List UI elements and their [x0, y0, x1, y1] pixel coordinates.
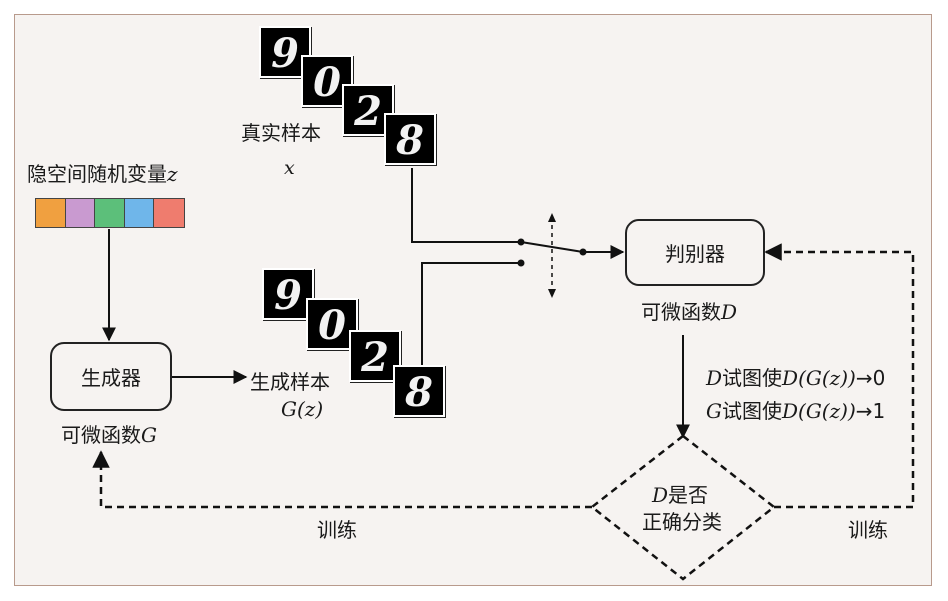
real-sample-tile-4: 8: [384, 113, 436, 165]
discriminator-caption: 可微函数D: [641, 300, 737, 324]
latent-label-text: 隐空间随机变量: [27, 162, 167, 186]
decision-line1: D是否: [652, 483, 708, 507]
diagram-frame: [14, 14, 932, 586]
generator-box: 生成器: [50, 342, 172, 411]
latent-vector-bar: [35, 198, 185, 228]
objective-g-var: G: [706, 399, 722, 423]
training-path-right: [764, 243, 915, 509]
fake-sample-tile-3: 2: [349, 330, 401, 382]
latent-label-var: z: [167, 162, 178, 186]
line-fake-to-switch: [421, 262, 520, 365]
latent-cell-2: [65, 199, 96, 227]
fake-sample-tile-1: 9: [262, 268, 314, 320]
decision-var: D: [652, 483, 669, 507]
decision-line1-text: 是否: [668, 483, 709, 507]
latent-cell-1: [36, 199, 66, 227]
decision-line2: 正确分类: [642, 510, 722, 534]
fake-sample-expr: G(z): [281, 397, 324, 421]
generator-caption-text: 可微函数: [61, 423, 141, 447]
real-sample-label: 真实样本: [241, 121, 321, 145]
objective-g-line: G试图使D(G(z))→1: [706, 399, 885, 423]
objective-g-arrow: →1: [855, 399, 886, 423]
train-label-right: 训练: [848, 518, 888, 542]
latent-cell-5: [154, 199, 185, 227]
generator-title: 生成器: [81, 366, 141, 390]
real-sample-var: x: [284, 157, 295, 179]
latent-cell-3: [95, 199, 125, 227]
switch-contact-fake: [517, 259, 525, 267]
train-label-left: 训练: [317, 518, 357, 542]
objective-d-var: D: [706, 366, 723, 390]
latent-label: 隐空间随机变量z: [27, 162, 178, 186]
discriminator-caption-text: 可微函数: [641, 300, 721, 324]
discriminator-box: 判别器: [625, 219, 765, 286]
discriminator-caption-var: D: [721, 300, 738, 324]
switch-arm: [520, 241, 584, 253]
line-real-to-switch: [411, 168, 520, 243]
decision-diamond: [589, 434, 777, 581]
generator-caption: 可微函数G: [61, 423, 157, 447]
discriminator-title: 判别器: [665, 242, 725, 266]
generator-caption-var: G: [141, 423, 157, 447]
training-path-left: [92, 450, 592, 509]
fake-sample-tile-4: 8: [393, 365, 445, 417]
latent-cell-4: [124, 199, 155, 227]
objective-d-line: D试图使D(G(z))→0: [706, 366, 885, 390]
objective-g-text: 试图使: [721, 399, 782, 423]
objective-d-expr: D(G(z)): [782, 366, 856, 390]
fake-sample-label: 生成样本: [250, 370, 330, 394]
objective-g-expr: D(G(z)): [781, 399, 856, 423]
objective-d-arrow: →0: [855, 366, 886, 390]
objective-d-text: 试图使: [722, 366, 783, 390]
